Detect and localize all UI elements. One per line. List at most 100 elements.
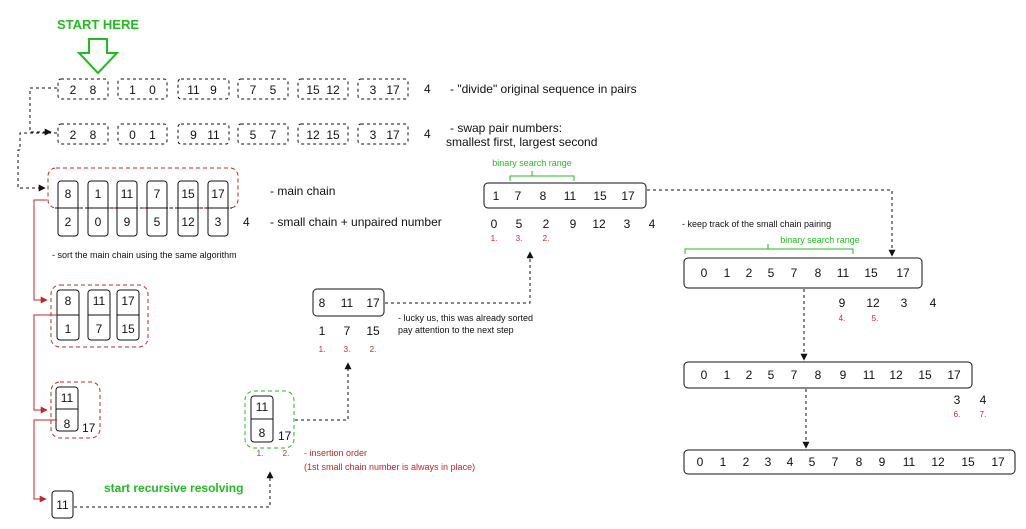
resolved2-order: 3. (344, 345, 351, 354)
final-box (683, 449, 1016, 475)
final-value: 2 (743, 455, 750, 469)
main-chain-value: 17 (211, 187, 225, 201)
pair-first: 9 (190, 128, 197, 142)
resolved3-pend-value: 9 (570, 217, 577, 231)
pair-first: 7 (250, 83, 257, 97)
pair-first: 0 (129, 128, 136, 142)
resolved5-main-value: 17 (947, 368, 961, 382)
connector-resolved3-resolved4 (647, 189, 896, 257)
pair-first: 3 (370, 83, 377, 97)
final-value: 5 (809, 455, 816, 469)
resolved2-main-value: 17 (366, 296, 380, 310)
resolved1-extra: 17 (278, 429, 292, 443)
resolved4-main-value: 17 (896, 266, 910, 280)
resolved4-main-value: 7 (791, 266, 798, 280)
pair-second: 9 (210, 83, 217, 97)
pair-second: 15 (326, 128, 340, 142)
pair-second: 1 (149, 128, 156, 142)
resolved3-pend-value: 4 (649, 217, 656, 231)
resolved5-main-value: 15 (918, 368, 932, 382)
connector-resolved2-resolved3 (385, 251, 534, 304)
small-chain-value: 2 (65, 215, 72, 229)
resolved5-main-value: 11 (863, 368, 876, 382)
resolved2-pend-value: 7 (344, 324, 351, 338)
resolved1-main: 11 (256, 400, 269, 414)
final-value: 0 (697, 455, 704, 469)
main-chain-value: 15 (181, 187, 195, 201)
resolved2-main-value: 11 (341, 296, 354, 310)
resolved5-main-value: 0 (701, 368, 708, 382)
final-value: 7 (832, 455, 839, 469)
resolved1-order-1: 1. (257, 449, 264, 458)
pair-box (297, 123, 349, 145)
level3-highlight (50, 381, 101, 439)
pair-second: 0 (149, 83, 156, 97)
main-chain-value: 8 (65, 187, 72, 201)
resolved5-main-value: 9 (840, 368, 847, 382)
resolved5-order: 7. (980, 410, 987, 419)
resolved1-highlight (244, 390, 295, 449)
resolved4-pend-value: 9 (839, 296, 846, 310)
resolved3-note: - keep track of the small chain pairing (682, 219, 831, 229)
resolved5-main-value: 12 (889, 368, 903, 382)
pair-first: 2 (70, 83, 77, 97)
resolved4-box (683, 257, 923, 289)
resolved5-main-value: 8 (815, 368, 822, 382)
main-chain-value: 11 (121, 187, 134, 201)
pair-box (177, 78, 230, 100)
resolved2-box (312, 288, 385, 317)
level3-small: 8 (64, 417, 71, 431)
resolved4-pend-value: 4 (930, 296, 937, 310)
row1-note: - "divide" original sequence in pairs (450, 82, 637, 96)
small-chain-value: 5 (154, 215, 161, 229)
pair-first: 5 (250, 128, 257, 142)
resolved4-main-value: 8 (815, 266, 822, 280)
pair-box (57, 123, 109, 145)
resolved2-pend-value: 1 (319, 324, 326, 338)
resolved5-main-value: 1 (724, 368, 731, 382)
pair-first: 2 (70, 128, 77, 142)
resolved5-pend-value: 4 (980, 393, 987, 407)
resolved4-main-value: 5 (768, 266, 775, 280)
resolved2-note-1: - lucky us, this was already sorted (398, 313, 533, 323)
resolved3-range-label: binary search range (492, 158, 572, 168)
row2-note-1: - swap pair numbers: (450, 121, 562, 135)
level3-extra: 17 (82, 421, 96, 435)
level2-small-value: 1 (65, 322, 72, 336)
connector-row1-row2 (29, 87, 57, 136)
pair-second: 5 (270, 83, 277, 97)
pair-box (297, 78, 349, 100)
pair-box (237, 123, 289, 145)
pair-second: 11 (207, 128, 220, 142)
chains-extra: 4 (243, 215, 250, 229)
resolved3-main-value: 15 (593, 189, 607, 203)
resolved3-main-value: 7 (515, 189, 522, 203)
resolved4-range-bracket (684, 244, 854, 254)
pair-box (357, 123, 409, 145)
resolved3-pend-value: 0 (491, 217, 498, 231)
final-value: 9 (879, 455, 886, 469)
row2-note-2: smallest first, largest second (446, 135, 597, 149)
resolved4-main-value: 2 (746, 266, 753, 280)
pair-second: 12 (326, 83, 340, 97)
row1-extra: 4 (424, 82, 431, 96)
resolved4-main-value: 1 (724, 266, 731, 280)
resolved5-box (683, 361, 973, 389)
level2-main-value: 8 (65, 294, 72, 308)
resolved3-pend-value: 12 (592, 217, 606, 231)
resolved3-order: 3. (516, 234, 523, 243)
resolved4-order: 4. (839, 314, 846, 323)
connector-row2-chains (17, 132, 57, 192)
small-chain-value: 0 (95, 215, 102, 229)
resolved3-order: 2. (543, 234, 550, 243)
resolved3-range-bracket (509, 171, 575, 181)
resolved2-note-2: pay attention to the next step (398, 325, 514, 335)
row2-extra: 4 (424, 127, 431, 141)
pair-first: 1 (129, 83, 136, 97)
pair-box (237, 78, 289, 100)
start-arrow-icon (76, 38, 120, 75)
pair-first: 15 (306, 83, 320, 97)
